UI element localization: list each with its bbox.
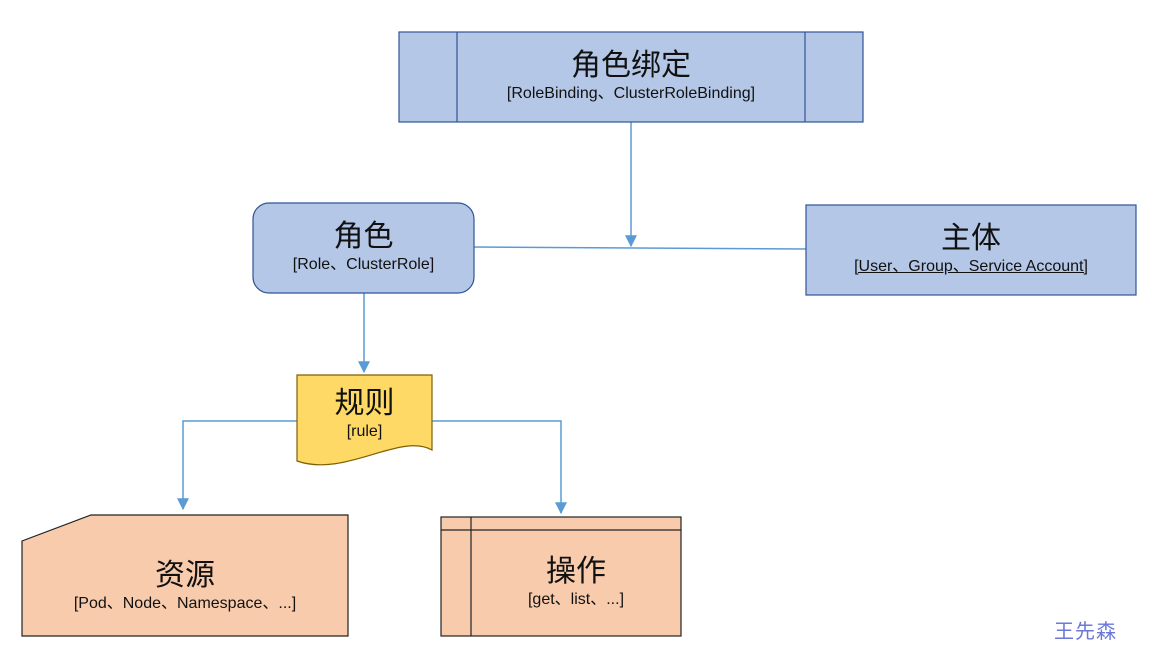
- watermark: 王先森: [1054, 619, 1117, 643]
- role-binding-node: [398, 31, 864, 123]
- connector-role-subject: [473, 246, 807, 250]
- role-node: [252, 202, 475, 294]
- connector-rule-resource: [177, 420, 297, 511]
- connector-rule-operation: [432, 420, 567, 515]
- resource-node: [21, 514, 349, 637]
- subject-node: [805, 204, 1137, 296]
- rule-node: [296, 374, 433, 466]
- operation-node: [440, 516, 682, 637]
